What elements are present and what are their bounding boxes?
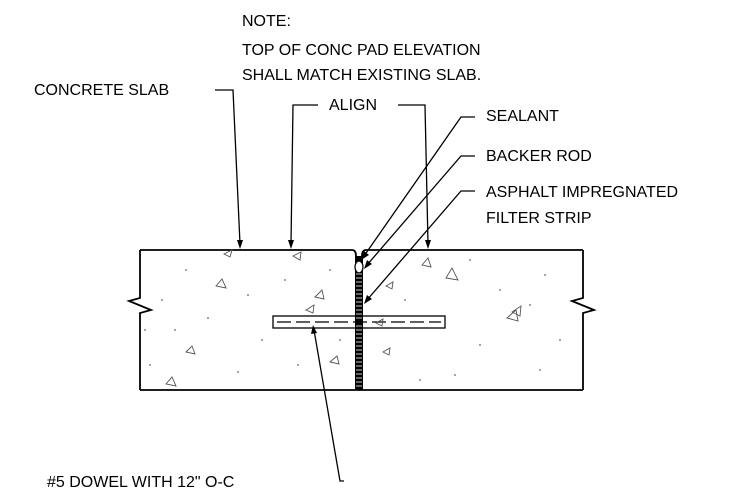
slab-top-right [361, 249, 583, 257]
note-line-1: TOP OF CONC PAD ELEVATION [242, 42, 481, 59]
filter-strip-label-1: ASPHALT IMPREGNATED [486, 184, 678, 201]
concrete-slab-label: CONCRETE SLAB [34, 82, 169, 99]
dowel-leader [313, 329, 344, 482]
right-break-line [569, 250, 597, 390]
align-label: ALIGN [329, 97, 377, 114]
sealant-label: SEALANT [486, 108, 559, 125]
backer-rod-label: BACKER ROD [486, 148, 592, 165]
dowel [272, 315, 446, 329]
leaders [215, 89, 475, 482]
dowel-label: #5 DOWEL WITH 12" O-C [47, 474, 234, 491]
sealant-leader [363, 116, 475, 257]
filter-strip-leader [366, 190, 475, 301]
filter-strip-label-2: FILTER STRIP [486, 210, 592, 227]
align-leader-right [398, 104, 429, 245]
concrete-slab-leader [215, 89, 241, 245]
concrete-aggregate [144, 249, 561, 387]
sealant [355, 256, 363, 262]
filter-strip-hatch [356, 265, 362, 387]
expansion-joint [354, 256, 364, 390]
slab-top-left [140, 249, 357, 257]
align-leader-left [290, 104, 318, 245]
note-line-2: SHALL MATCH EXISTING SLAB. [242, 67, 481, 84]
left-break-line [126, 250, 154, 390]
note-title: NOTE: [242, 13, 291, 30]
backer-rod-leader [366, 155, 475, 266]
backer-rod [354, 260, 364, 274]
